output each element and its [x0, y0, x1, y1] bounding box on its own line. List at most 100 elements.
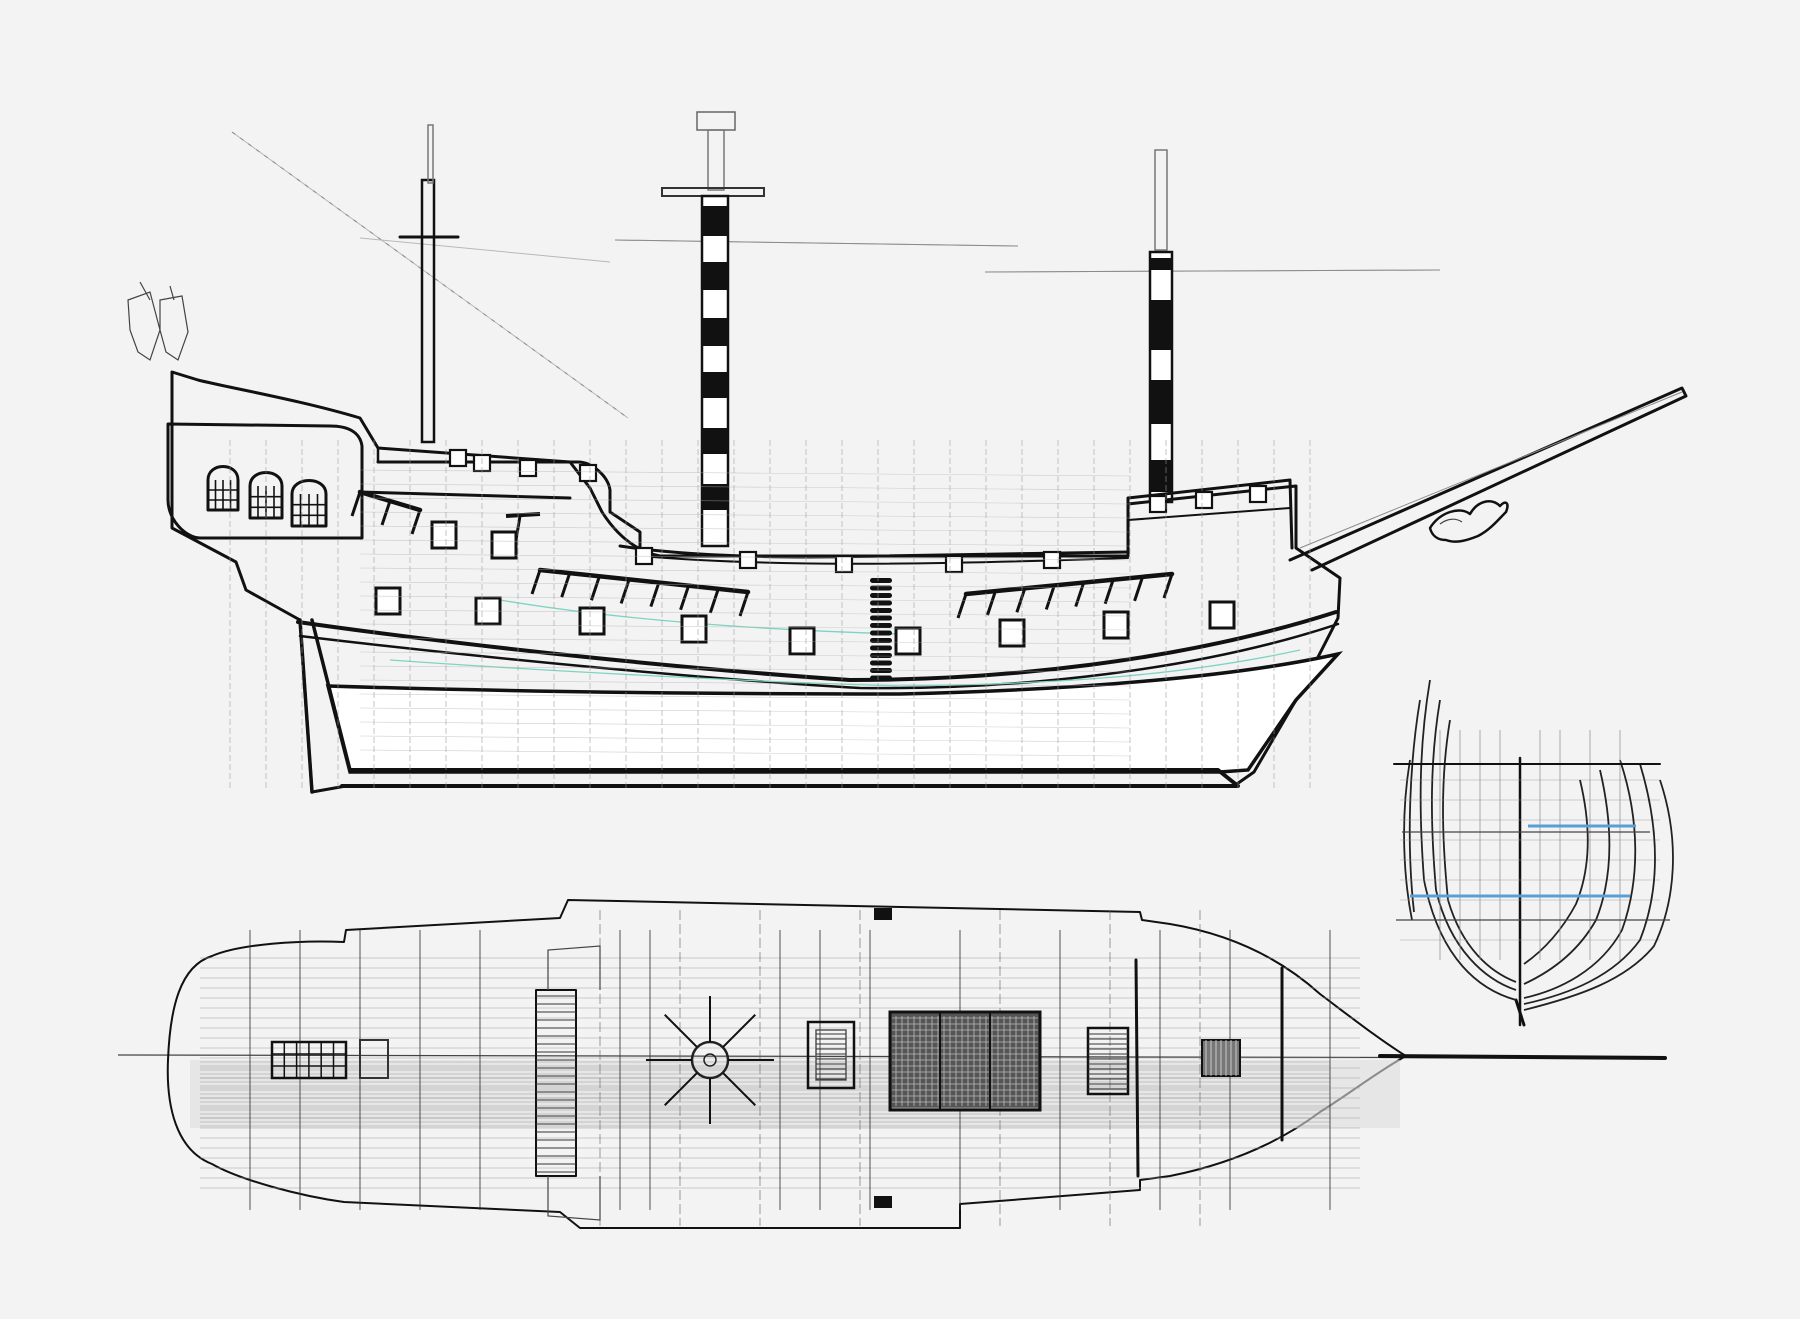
- plank-line: [359, 483, 1131, 491]
- rail-notch: [1194, 490, 1214, 510]
- bowsprit: [1288, 386, 1688, 572]
- cannon-barrel: [410, 509, 422, 535]
- cannon-barrel: [1162, 573, 1174, 599]
- step: [870, 585, 892, 591]
- section-station: [1442, 719, 1517, 983]
- plank-line: [359, 749, 1131, 757]
- mast-band: [1150, 380, 1172, 424]
- cannon-barrel: [1074, 582, 1086, 608]
- step: [870, 645, 892, 651]
- mast-band: [702, 484, 728, 510]
- mast-step-port: [874, 908, 892, 920]
- rail-notches: [448, 448, 1268, 574]
- plank-line: [359, 721, 1131, 729]
- fore-mast: [1148, 149, 1174, 504]
- body-section-view: [1393, 679, 1674, 1027]
- gun-port: [1102, 610, 1130, 640]
- plank-line: [359, 651, 1131, 659]
- step: [870, 660, 892, 666]
- section-station: [1431, 699, 1517, 991]
- cannon-barrel: [350, 491, 362, 517]
- rail-notch: [578, 463, 598, 483]
- plan-bowsprit: [1378, 1054, 1667, 1060]
- section-station: [1523, 759, 1637, 999]
- plank-line: [359, 637, 1131, 645]
- plank-line: [359, 469, 1131, 477]
- gun-port: [680, 614, 708, 644]
- cannon-barrel: [1103, 579, 1115, 605]
- mast-band: [702, 318, 728, 346]
- cannon-rail: [505, 512, 541, 518]
- gun-port: [1208, 600, 1236, 630]
- plank-line: [359, 511, 1131, 519]
- hull-upper-works: [166, 370, 1342, 794]
- cannon-barrel: [649, 582, 661, 608]
- step: [870, 600, 892, 606]
- gun-port: [490, 530, 518, 560]
- plank-line: [359, 581, 1131, 589]
- deck-frames: [249, 910, 1331, 1226]
- cannons: [350, 489, 1175, 619]
- capstan-bar: [664, 1014, 698, 1048]
- section-station: [1408, 699, 1421, 913]
- rail-notch: [1042, 550, 1062, 570]
- rigging: [231, 131, 1441, 419]
- stern-lanterns: [127, 281, 189, 361]
- step: [870, 608, 892, 613]
- boarding-steps: [870, 578, 892, 681]
- frame-lines: [229, 440, 1311, 790]
- fore-hatch: [806, 1020, 856, 1090]
- cannon-barrel: [619, 578, 631, 604]
- main-hatch: [888, 1010, 1042, 1112]
- stern-cabin-grate: [270, 1039, 389, 1080]
- gun-port: [374, 586, 402, 616]
- step: [870, 675, 892, 681]
- cannon-barrel: [530, 569, 542, 595]
- cannon-barrel: [380, 500, 392, 526]
- capstan-bar: [664, 1072, 698, 1106]
- cannon-rail: [537, 567, 751, 595]
- step: [870, 653, 892, 658]
- step: [870, 623, 892, 628]
- section-station: [1523, 769, 1611, 985]
- plank-line: [359, 539, 1131, 547]
- step: [870, 578, 892, 583]
- after-hatch: [1086, 1026, 1130, 1096]
- rail-notch: [1148, 494, 1168, 514]
- plank-line: [359, 707, 1131, 715]
- stern-windows: [206, 465, 328, 528]
- plank-line: [359, 623, 1131, 631]
- mast-band: [1150, 258, 1172, 270]
- plank-line: [359, 525, 1131, 533]
- section-station: [1523, 763, 1656, 1005]
- plank-line: [359, 567, 1131, 575]
- cannon-barrel: [1133, 576, 1144, 602]
- gun-port: [894, 626, 922, 656]
- cannon-barrel: [1044, 584, 1056, 610]
- gun-port: [430, 520, 458, 550]
- capstan: [646, 996, 774, 1124]
- cannon-barrel: [956, 593, 968, 619]
- cannon-rail: [963, 571, 1175, 597]
- rail-notch: [518, 458, 538, 478]
- section-station: [1523, 779, 1589, 965]
- plank-line: [359, 735, 1131, 743]
- capstan-bar: [722, 1072, 756, 1106]
- plank-line: [359, 553, 1131, 561]
- plank-line: [359, 609, 1131, 617]
- mast-band: [1150, 460, 1172, 492]
- mast-band: [702, 372, 728, 398]
- mast-band: [702, 428, 728, 454]
- side-profile-view: [127, 111, 1688, 794]
- section-station: [1403, 759, 1413, 921]
- lower-hull: [298, 618, 1344, 794]
- step: [870, 630, 892, 636]
- gun-port: [788, 626, 816, 656]
- cannon-barrel: [1015, 587, 1027, 613]
- cannon-barrel: [560, 572, 572, 598]
- cannon-barrel: [679, 585, 690, 611]
- mast-step-starboard: [874, 1196, 892, 1208]
- rail-notch: [448, 448, 468, 468]
- mast-band: [702, 206, 728, 236]
